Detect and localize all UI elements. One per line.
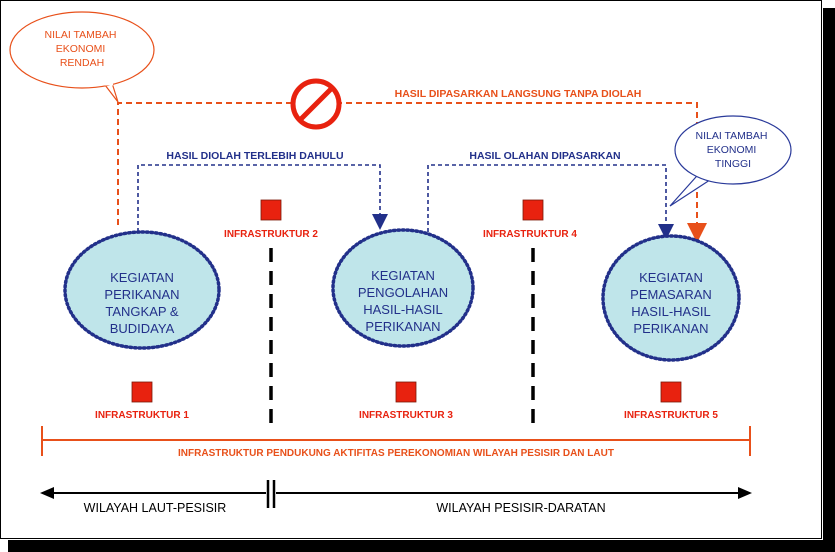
frame-shadow-bottom [8, 540, 835, 552]
infrastructure-5-label: INFRASTRUKTUR 5 [624, 410, 718, 421]
flow-direct-market-label: HASIL DIPASARKAN LANGSUNG TANPA DIOLAH [395, 88, 642, 100]
support-infrastructure-bar: INFRASTRUKTUR PENDUKUNG AKTIFITAS PEREKO… [41, 426, 751, 459]
frame-shadow-right [823, 8, 835, 552]
infrastructure-4: INFRASTRUKTUR 4 [483, 199, 577, 240]
region-right-label: WILAYAH PESISIR-DARATAN [436, 501, 605, 515]
infrastructure-1: INFRASTRUKTUR 1 [95, 381, 189, 421]
region-arrows: WILAYAH LAUT-PESISIR WILAYAH PESISIR-DAR… [40, 480, 752, 515]
flow-processed-first: HASIL DIOLAH TERLEBIH DAHULU [137, 150, 388, 232]
callout-low-text: NILAI TAMBAH EKONOMI RENDAH [45, 29, 120, 69]
infrastructure-2-label: INFRASTRUKTUR 2 [224, 229, 318, 240]
callout-low-value: NILAI TAMBAH EKONOMI RENDAH [9, 11, 155, 103]
infrastructure-1-label: INFRASTRUKTUR 1 [95, 410, 189, 421]
flow-processed-marketed-label: HASIL OLAHAN DIPASARKAN [469, 150, 620, 162]
flow-processed-first-label: HASIL DIOLAH TERLEBIH DAHULU [166, 150, 343, 162]
infrastructure-3: INFRASTRUKTUR 3 [359, 381, 453, 421]
infrastructure-2: INFRASTRUKTUR 2 [224, 199, 318, 240]
callout-high-value: NILAI TAMBAH EKONOMI TINGGI [669, 115, 792, 207]
flow-processed-marketed: HASIL OLAHAN DIPASARKAN [427, 150, 674, 240]
infrastructure-3-label: INFRASTRUKTUR 3 [359, 410, 453, 421]
infrastructure-5: INFRASTRUKTUR 5 [624, 381, 718, 421]
support-bar-label: INFRASTRUKTUR PENDUKUNG AKTIFITAS PEREKO… [178, 448, 614, 459]
region-left-label: WILAYAH LAUT-PESISIR [84, 501, 227, 515]
callout-high-text: NILAI TAMBAH EKONOMI TINGGI [696, 130, 771, 170]
no-entry-sign-icon [290, 78, 342, 130]
infrastructure-4-label: INFRASTRUKTUR 4 [483, 229, 577, 240]
